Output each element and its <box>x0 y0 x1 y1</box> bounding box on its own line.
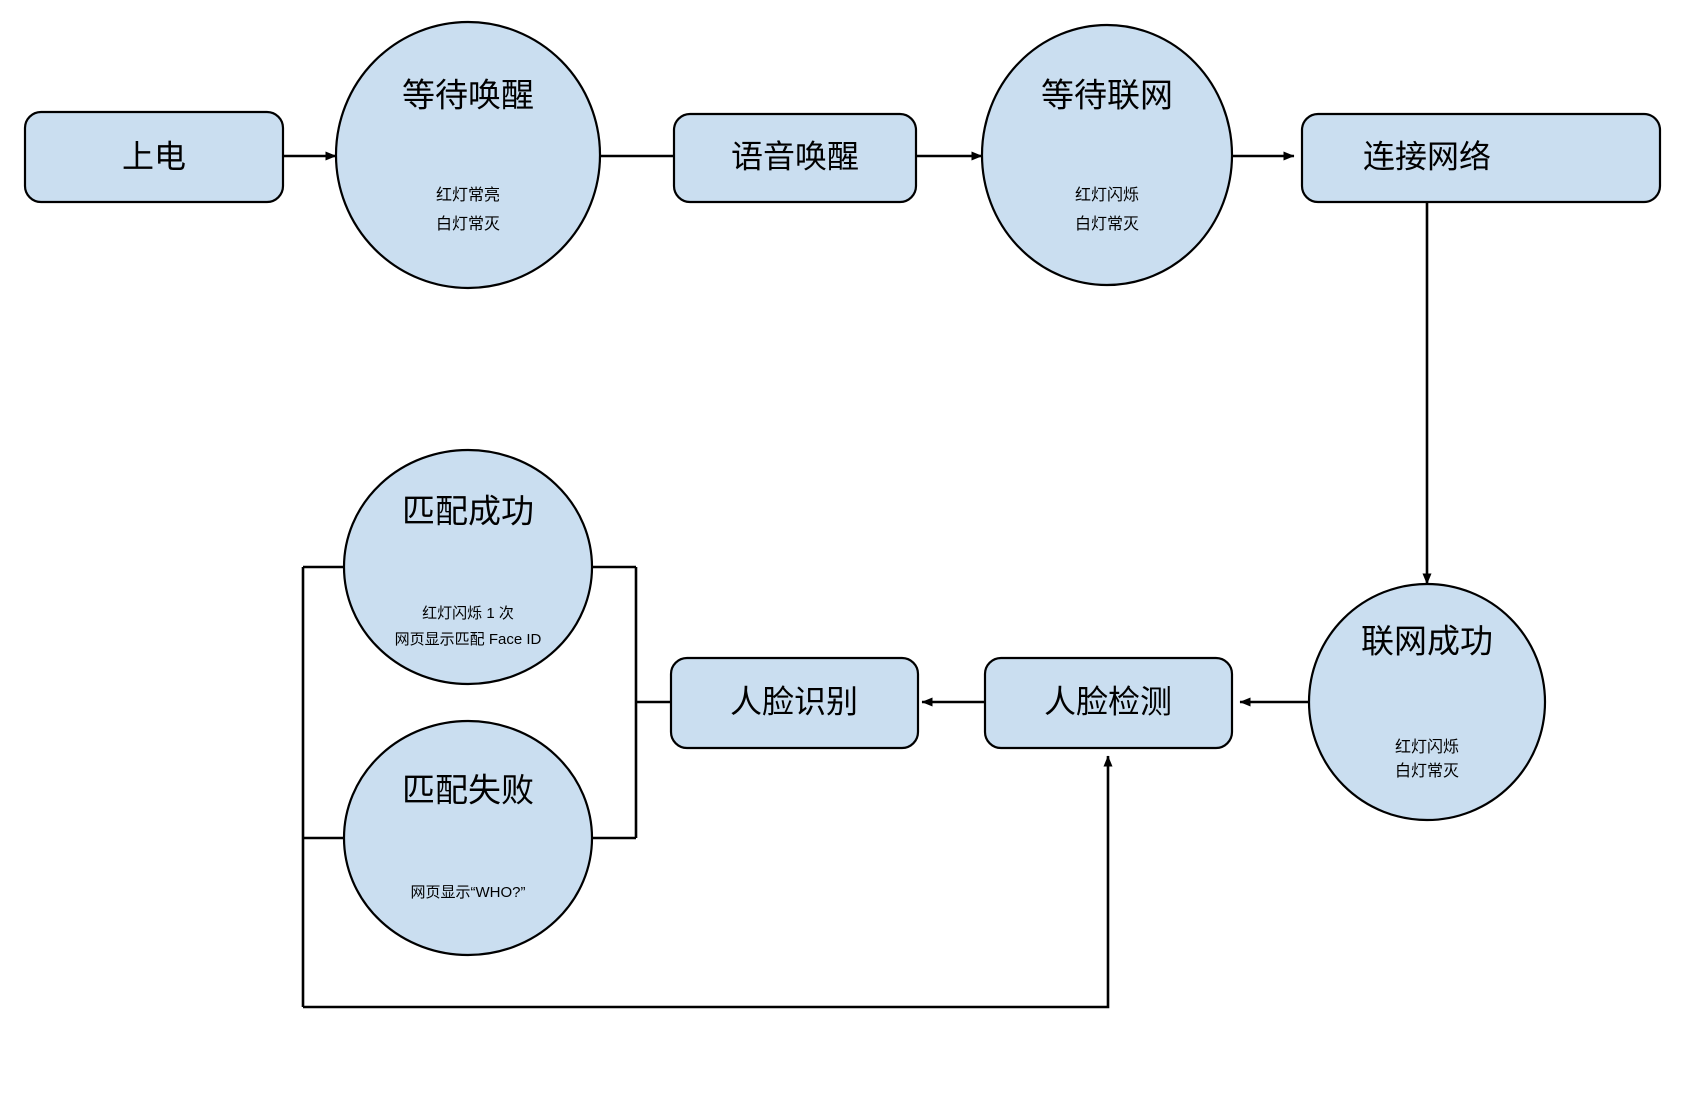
network-success-sub-line-1: 红灯闪烁 <box>1395 738 1459 756</box>
wait-wakeup-shape[interactable] <box>334 20 602 290</box>
connect-network-title: 连接网络 <box>1363 138 1491 174</box>
wait-wakeup-sub-line-2: 白灯常灭 <box>436 215 500 233</box>
wait-network-title: 等待联网 <box>1041 77 1173 114</box>
edge-layer <box>283 151 1432 1009</box>
match-fail-title: 匹配失败 <box>402 772 534 809</box>
face-recognize-shape[interactable] <box>669 656 920 750</box>
match-success-title: 匹配成功 <box>402 493 534 530</box>
face-detect-shape[interactable] <box>983 656 1234 750</box>
wait-wakeup-sub-line-1: 红灯常亮 <box>436 186 500 204</box>
node-power-on[interactable]: 上电 <box>23 110 285 204</box>
network-success-shape[interactable] <box>1307 582 1547 822</box>
face-recognize-title: 人脸识别 <box>730 683 858 719</box>
wait-network-sub-line-1: 红灯闪烁 <box>1075 186 1139 204</box>
network-success-title: 联网成功 <box>1361 623 1493 660</box>
node-face-detect[interactable]: 人脸检测 <box>983 656 1234 750</box>
match-success-sub-line-2: 网页显示匹配 Face ID <box>395 631 542 648</box>
power-on-title: 上电 <box>122 138 186 174</box>
voice-wakeup-shape[interactable] <box>672 112 918 204</box>
match-success-shape[interactable] <box>342 448 594 686</box>
match-fail-shape[interactable] <box>342 719 594 957</box>
match-success-sub-line-1: 红灯闪烁 1 次 <box>422 605 514 622</box>
node-face-recognize[interactable]: 人脸识别 <box>669 656 920 750</box>
connect-network-shape[interactable] <box>1300 112 1662 204</box>
power-on-shape[interactable] <box>23 110 285 204</box>
node-match-fail[interactable]: 匹配失败 网页显示“WHO?” <box>342 719 594 957</box>
node-layer: 上电 等待唤醒 红灯常亮 白灯常灭 语音唤醒 等待联网 红灯闪烁 白灯常灭 <box>23 20 1662 957</box>
wait-network-sub-line-2: 白灯常灭 <box>1075 215 1139 233</box>
wait-wakeup-title: 等待唤醒 <box>402 77 534 114</box>
node-match-success[interactable]: 匹配成功 红灯闪烁 1 次 网页显示匹配 Face ID <box>342 448 594 686</box>
wait-network-shape[interactable] <box>980 23 1234 287</box>
node-wait-network[interactable]: 等待联网 红灯闪烁 白灯常灭 <box>980 23 1234 287</box>
face-detect-title: 人脸检测 <box>1044 683 1172 719</box>
node-connect-network[interactable]: 连接网络 <box>1300 112 1662 204</box>
network-success-sub-line-2: 白灯常灭 <box>1395 762 1459 780</box>
node-network-success[interactable]: 联网成功 红灯闪烁 白灯常灭 <box>1307 582 1547 822</box>
match-fail-sub-line-1: 网页显示“WHO?” <box>411 884 526 901</box>
edge-feedback-to-face-detect <box>303 755 1113 1009</box>
voice-wakeup-title: 语音唤醒 <box>731 138 859 174</box>
node-wait-wakeup[interactable]: 等待唤醒 红灯常亮 白灯常灭 <box>334 20 602 290</box>
node-voice-wakeup[interactable]: 语音唤醒 <box>672 112 918 204</box>
